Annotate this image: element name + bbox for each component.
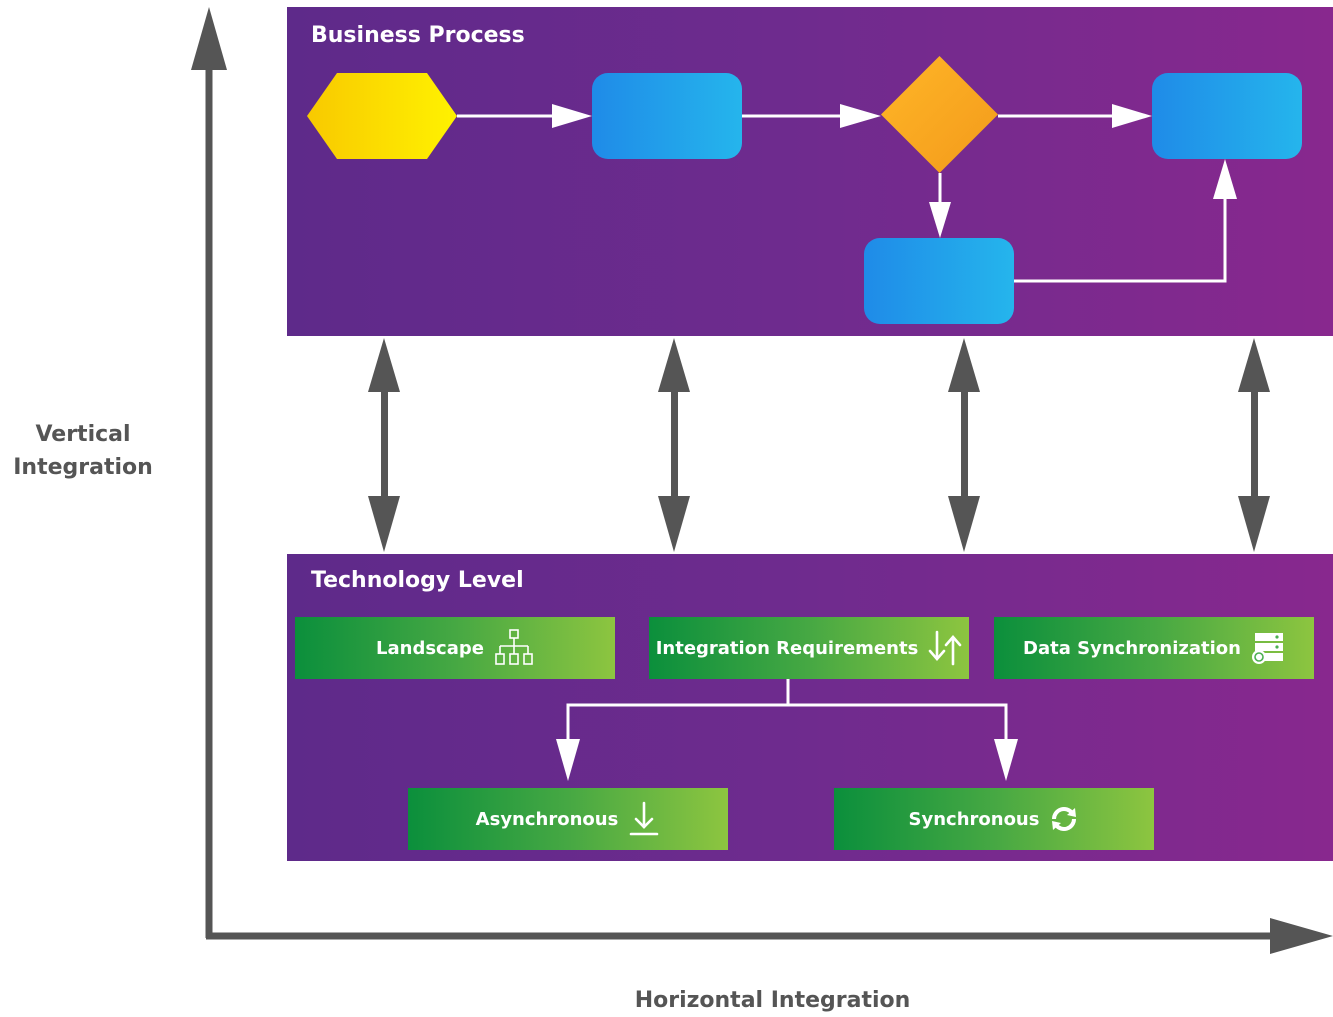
process-start-hexagon (307, 73, 457, 159)
integration-requirements-label: Integration Requirements (655, 637, 919, 659)
horizontal-axis-arrowhead (1270, 918, 1333, 954)
process-step-branch (864, 238, 1014, 324)
refresh-icon (1049, 804, 1079, 834)
double-arrow-4 (1238, 338, 1270, 552)
connector-to-synchronous (788, 703, 1008, 745)
down-up-arrows-icon (928, 630, 962, 666)
org-chart-icon (494, 628, 534, 668)
technology-level-title: Technology Level (311, 568, 524, 593)
vertical-axis-arrowhead (191, 7, 227, 70)
asynchronous-box: Asynchronous (408, 788, 728, 850)
business-process-title: Business Process (311, 23, 525, 48)
server-sync-icon (1251, 631, 1285, 665)
landscape-box: Landscape (295, 617, 615, 679)
asynchronous-label: Asynchronous (475, 808, 619, 830)
process-step-1 (592, 73, 742, 159)
data-synchronization-box: Data Synchronization (994, 617, 1314, 679)
landscape-label: Landscape (376, 637, 484, 659)
integration-requirements-box: Integration Requirements (649, 617, 969, 679)
connector-to-asynchronous (566, 679, 790, 745)
synchronous-box: Synchronous (834, 788, 1154, 850)
synchronous-label: Synchronous (908, 808, 1040, 830)
vertical-integration-label: Vertical Integration (13, 422, 153, 480)
data-synchronization-label: Data Synchronization (1023, 637, 1241, 659)
horizontal-integration-label: Horizontal Integration (634, 988, 911, 1013)
double-arrow-3 (948, 338, 980, 552)
download-arrow-icon (628, 801, 660, 837)
flow-arrow-branch-to-step2 (1014, 195, 1227, 283)
double-arrow-1 (368, 338, 400, 552)
double-arrow-2 (658, 338, 690, 552)
process-step-2 (1152, 73, 1302, 159)
